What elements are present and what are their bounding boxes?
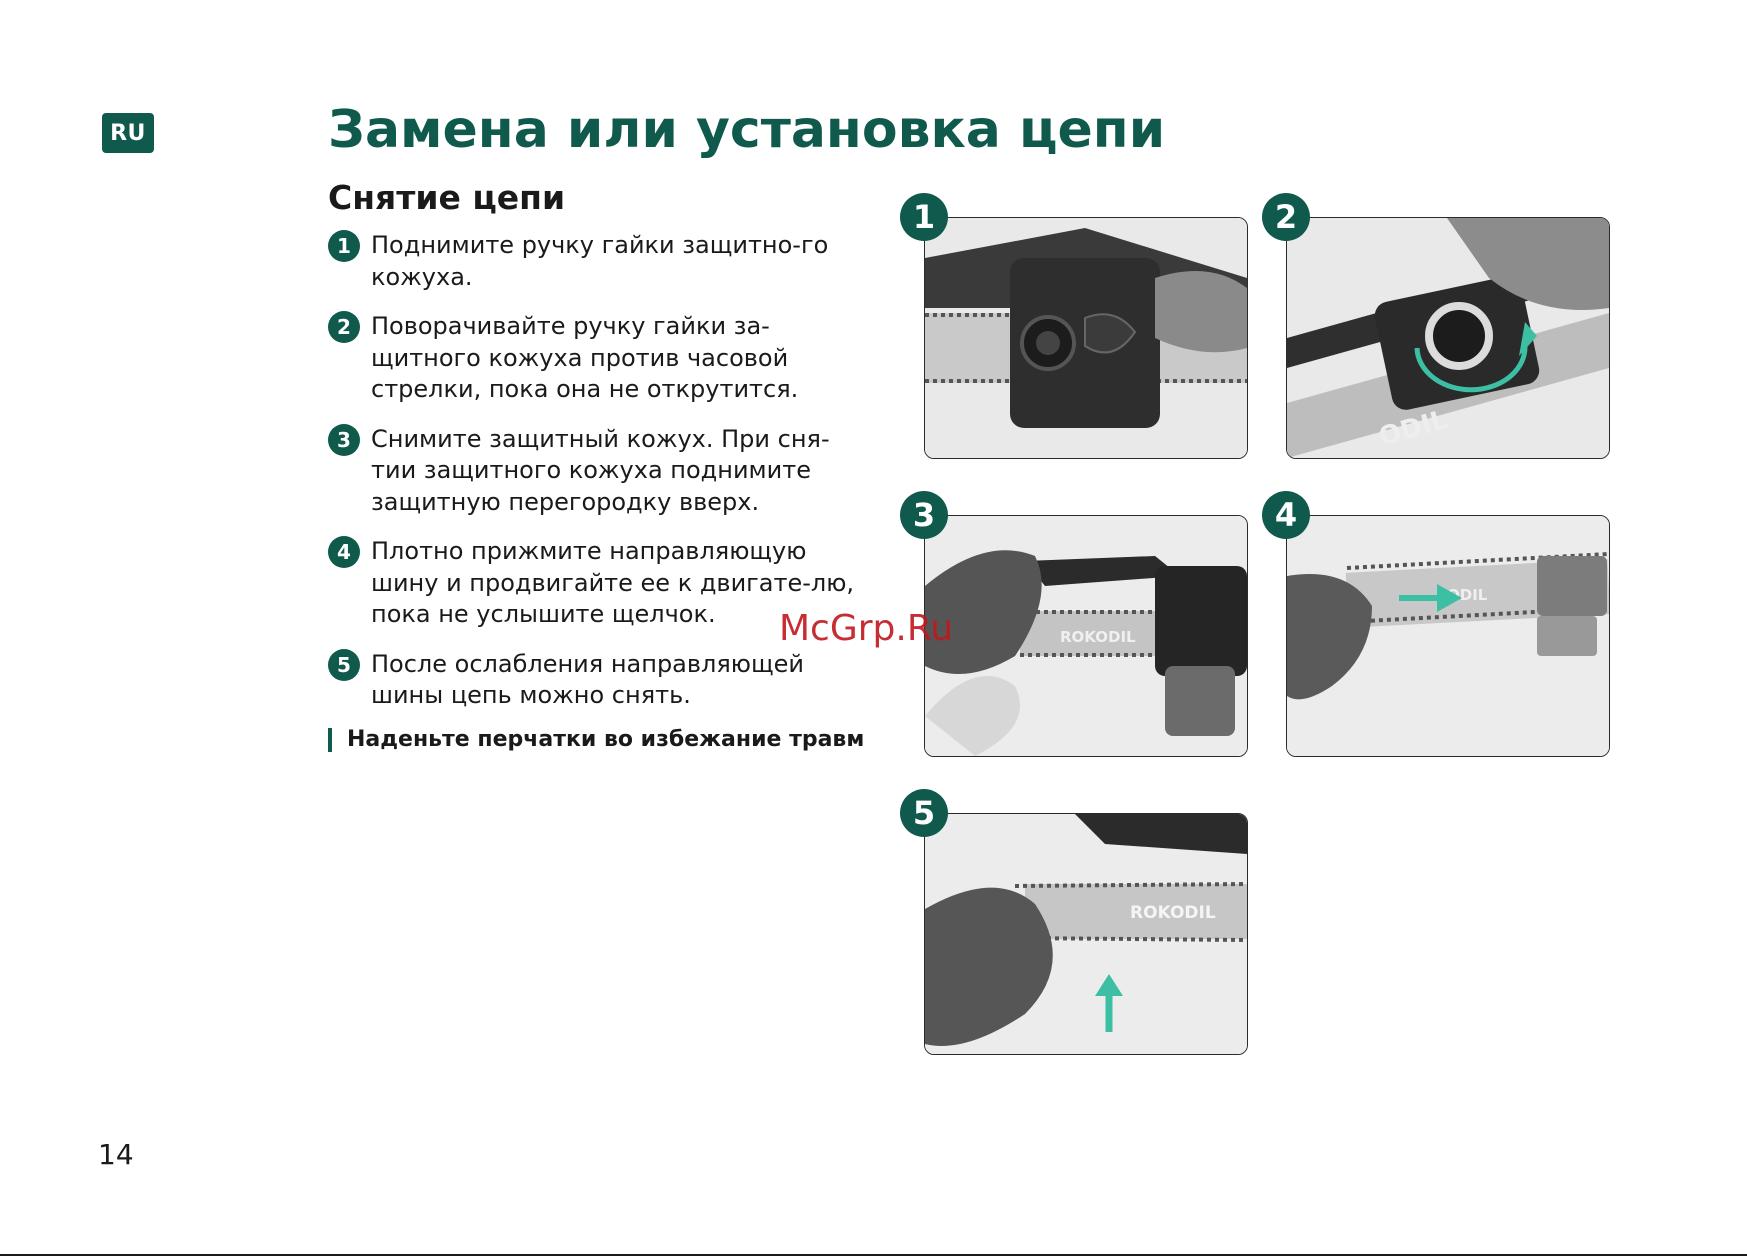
figure-5-remove-chain: ROKODIL bbox=[924, 813, 1248, 1055]
figure-2-illustration: ODIL bbox=[1287, 218, 1609, 458]
figure-number: 1 bbox=[900, 193, 948, 241]
step-item: 1 Поднимите ручку гайки защитно-го кожух… bbox=[328, 230, 873, 293]
figure-number: 3 bbox=[900, 491, 948, 539]
figure-number: 4 bbox=[1262, 491, 1310, 539]
step-item: 3 Снимите защитный кожух. При сня-тии за… bbox=[328, 423, 873, 519]
step-text: Поднимите ручку гайки защитно-го кожуха. bbox=[371, 231, 829, 291]
step-text: Снимите защитный кожух. При сня-тии защи… bbox=[371, 424, 830, 516]
step-text: Плотно прижмите направляющую шину и прод… bbox=[371, 537, 855, 628]
step-text: Поворачивайте ручку гайки за-щитного кож… bbox=[371, 312, 799, 403]
step-item: 5 После ослабления направляющей шины цеп… bbox=[328, 648, 873, 712]
step-number: 1 bbox=[328, 230, 360, 262]
step-text: После ослабления направляющей шины цепь … bbox=[371, 649, 804, 710]
step-number: 2 bbox=[328, 311, 360, 343]
push-arrow-head bbox=[1437, 584, 1462, 612]
figure-1-illustration bbox=[925, 218, 1247, 458]
figure-number: 5 bbox=[900, 789, 948, 837]
figure-3-remove-cover: ROKODIL bbox=[924, 515, 1248, 757]
page-number: 14 bbox=[98, 1138, 134, 1171]
figure-4-illustration: ODIL bbox=[1287, 516, 1609, 756]
figure-3-illustration: ROKODIL bbox=[925, 516, 1247, 756]
lift-arrow-head bbox=[1095, 974, 1123, 996]
step-number: 5 bbox=[328, 648, 360, 681]
figure-2-rotate-nut: ODIL bbox=[1286, 217, 1610, 459]
brand-label: ROKODIL bbox=[1130, 903, 1216, 923]
figure-number: 2 bbox=[1262, 193, 1310, 241]
brand-label: ROKODIL bbox=[1060, 628, 1136, 646]
bottom-rule bbox=[0, 1254, 1747, 1256]
rotate-arrow-line bbox=[1414, 345, 1528, 393]
watermark: McGrp.Ru bbox=[779, 608, 954, 649]
rotate-arrow-head bbox=[1519, 322, 1537, 356]
section-title: Снятие цепи bbox=[328, 178, 566, 217]
step-item: 2 Поворачивайте ручку гайки за-щитного к… bbox=[328, 311, 873, 406]
step-item: 4 Плотно прижмите направляющую шину и пр… bbox=[328, 536, 873, 631]
step-number: 3 bbox=[328, 423, 360, 456]
figure-1-cover-nut bbox=[924, 217, 1248, 459]
language-badge: RU bbox=[102, 113, 154, 153]
glove-warning: Наденьте перчатки во избежание травм bbox=[328, 728, 864, 752]
step-number: 4 bbox=[328, 536, 360, 568]
figure-5-illustration: ROKODIL bbox=[925, 814, 1247, 1054]
page-title: Замена или установка цепи bbox=[328, 100, 1166, 160]
steps-list: 1 Поднимите ручку гайки защитно-го кожух… bbox=[328, 230, 873, 730]
figure-4-push-bar: ODIL bbox=[1286, 515, 1610, 757]
